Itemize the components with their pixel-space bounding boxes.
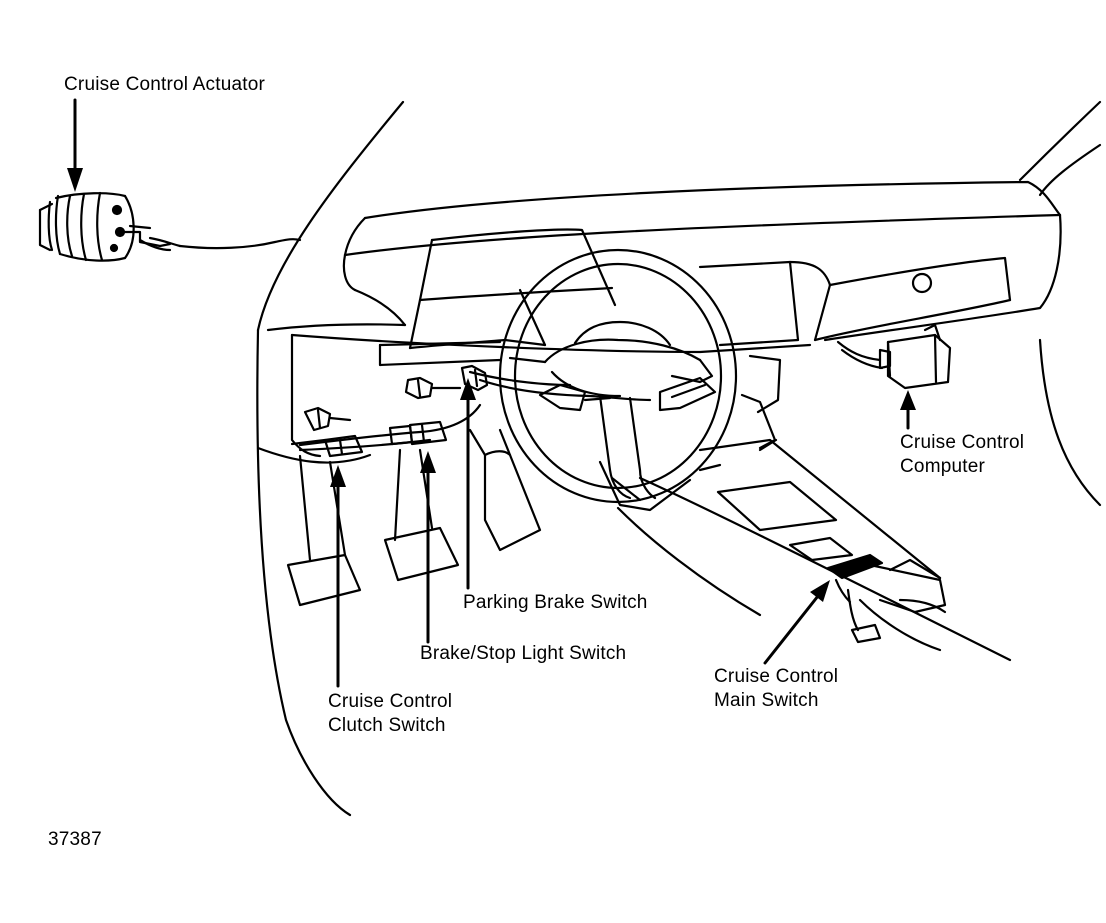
actuator-component — [38, 191, 302, 262]
floor-console — [616, 438, 1012, 662]
pedals — [286, 428, 542, 607]
main-switch-label-line-2: Main Switch — [714, 690, 819, 711]
body-outline — [256, 100, 1102, 817]
parking-brake-switch-label: Parking Brake Switch — [463, 592, 648, 613]
dashboard — [256, 180, 1062, 464]
computer-label-line-2: Computer — [900, 456, 986, 477]
main-switch-label: Cruise Control Main Switch — [714, 665, 838, 713]
main-switch-label-line-1: Cruise Control — [714, 666, 839, 687]
brake-stop-light-switch-label: Brake/Stop Light Switch — [420, 643, 627, 664]
computer-label-line-1: Cruise Control — [900, 432, 1025, 453]
actuator-label: Cruise Control Actuator — [64, 74, 266, 95]
clutch-switch-label: Cruise Control Clutch Switch — [328, 690, 452, 738]
leader-arrows — [67, 98, 916, 688]
clutch-switch-label-line-1: Cruise Control — [328, 691, 453, 712]
computer-label: Cruise Control Computer — [900, 431, 1024, 479]
clutch-switch-label-line-2: Clutch Switch — [328, 715, 446, 736]
figure-number: 37387 — [48, 829, 102, 850]
steering-wheel — [498, 248, 738, 512]
switches — [290, 333, 952, 644]
